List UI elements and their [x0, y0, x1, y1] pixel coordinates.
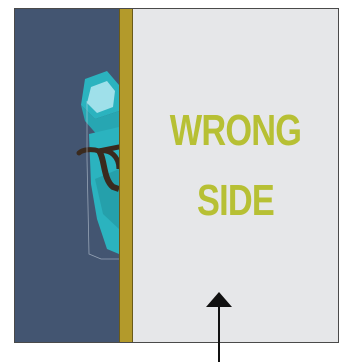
wrong-side-panel: [15, 9, 119, 342]
person-with-glasses-icon: [76, 71, 119, 260]
correct-side-panel: WRONG SIDE: [133, 9, 338, 342]
gold-divider-bar: [119, 9, 133, 342]
headline-line-1: WRONG: [169, 106, 302, 155]
illustration-frame: WRONG SIDE: [14, 8, 339, 343]
headline-line-2: SIDE: [196, 176, 275, 225]
